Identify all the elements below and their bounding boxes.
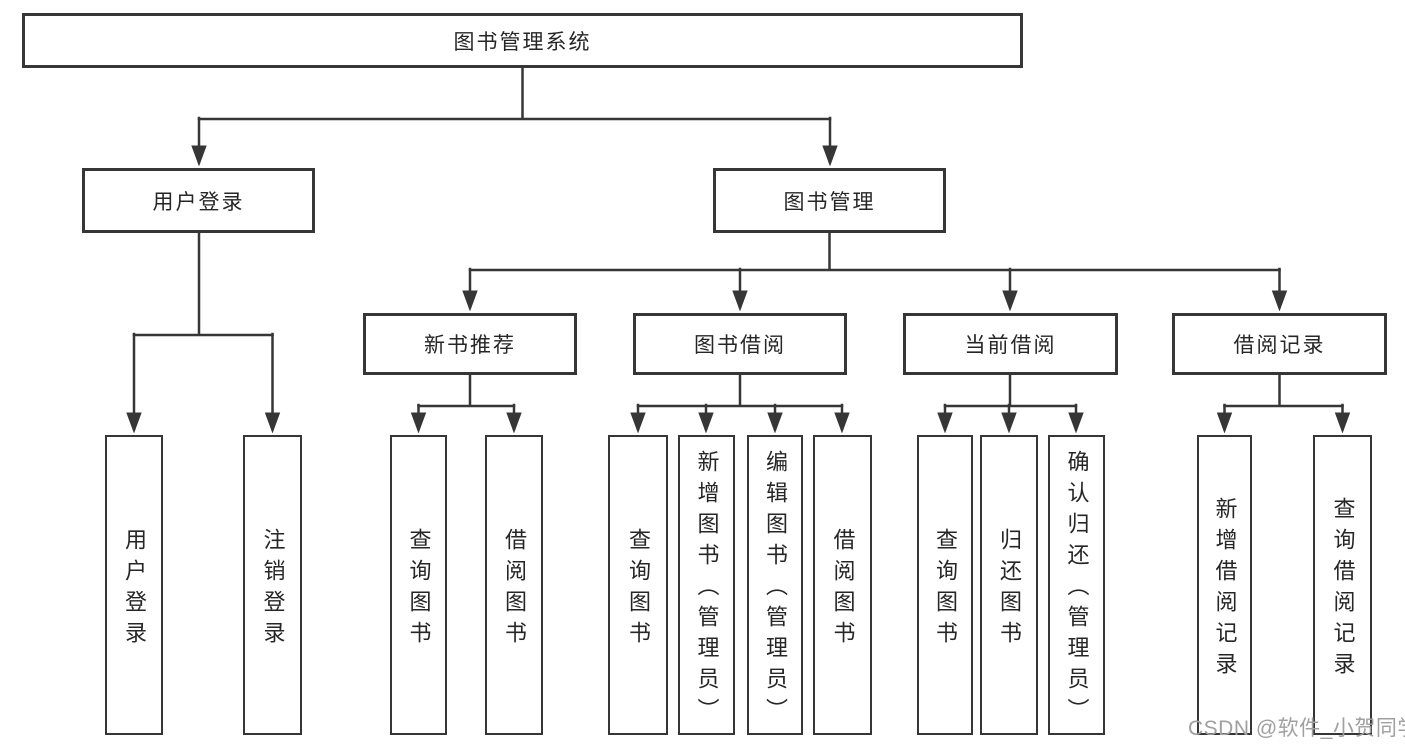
node-current-borrowing: 当前借阅 (903, 313, 1118, 375)
leaf-rec-borrow-books: 借阅图书 (485, 435, 543, 735)
leaf-bb-query-books: 查询图书 (608, 435, 668, 735)
leaf-bb-edit-books-admin: 编辑图书（管理员） (747, 435, 803, 735)
edge-borrow-records-trunk (1223, 373, 1344, 408)
edge-current-borrow-trunk (943, 373, 1078, 408)
leaf-user-login: 用户登录 (105, 435, 163, 735)
node-book-management: 图书管理 (713, 168, 946, 233)
leaf-bb-add-books-admin: 新增图书（管理员） (678, 435, 735, 735)
node-borrowing-records: 借阅记录 (1172, 313, 1387, 375)
edge-user-login-trunk (132, 231, 274, 337)
leaf-cb-return-books: 归还图书 (980, 435, 1038, 735)
edge-new-book-rec-trunk (417, 373, 516, 408)
leaf-bb-borrow-books: 借阅图书 (813, 435, 872, 735)
edge-root-trunk (197, 64, 832, 121)
leaf-logout: 注销登录 (243, 435, 302, 735)
node-book-borrowing: 图书借阅 (633, 313, 847, 375)
leaf-br-query-record: 查询借阅记录 (1313, 435, 1372, 735)
leaf-cb-query-books: 查询图书 (917, 435, 973, 735)
edge-book-borrow-trunk (636, 373, 844, 408)
node-new-book-recommend: 新书推荐 (363, 313, 577, 375)
node-library-management-system: 图书管理系统 (22, 13, 1023, 68)
leaf-cb-confirm-return-admin: 确认归还（管理员） (1048, 435, 1105, 735)
leaf-rec-query-books: 查询图书 (390, 435, 447, 735)
node-user-login: 用户登录 (82, 168, 315, 233)
leaf-br-add-record: 新增借阅记录 (1197, 435, 1252, 735)
edge-book-mgmt-trunk (468, 231, 1281, 272)
csdn-watermark: CSDN @软件_小贺同学 (1188, 717, 1405, 740)
